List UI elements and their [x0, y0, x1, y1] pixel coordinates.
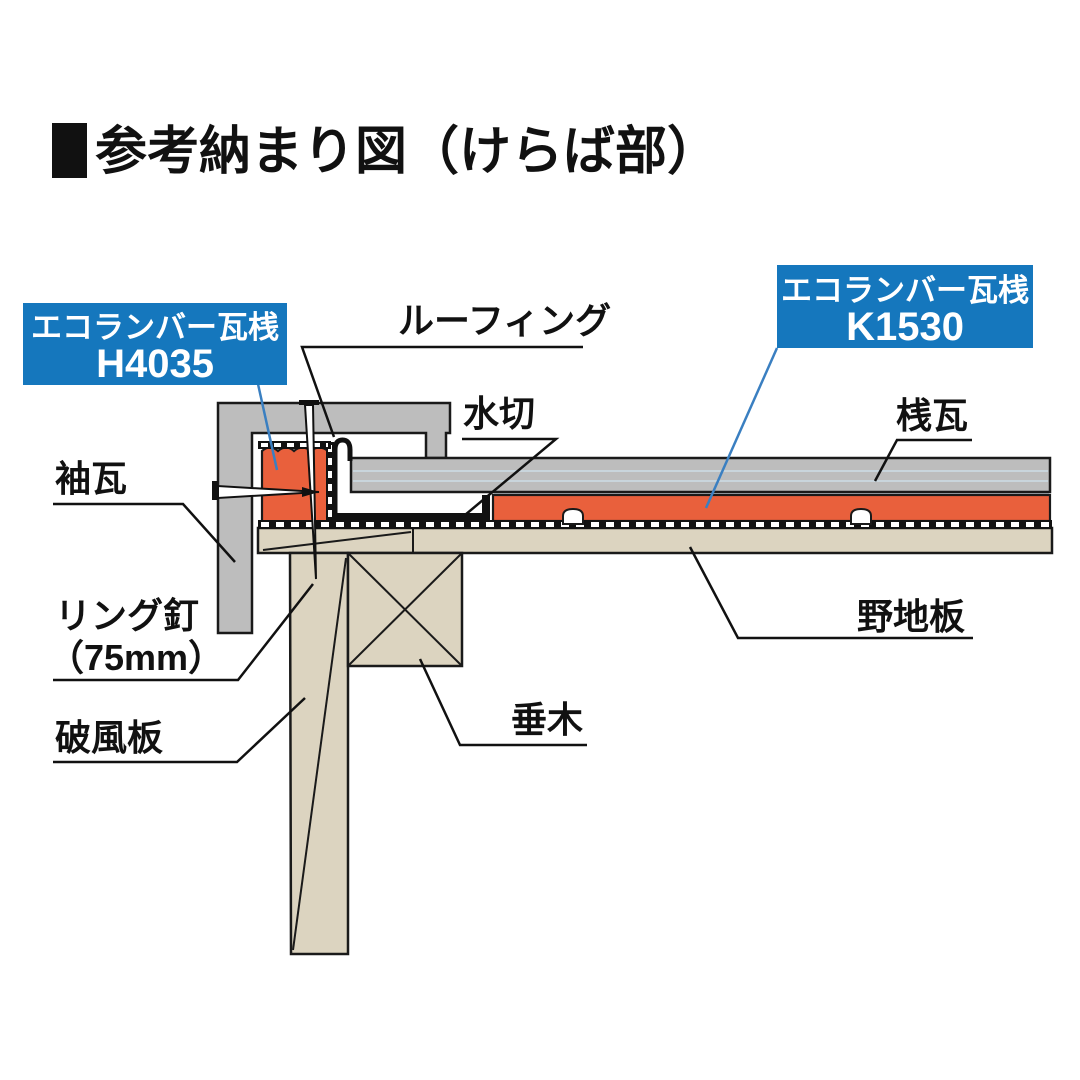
label-sheathing: 野地板	[857, 596, 965, 637]
sheathing-board	[256, 526, 1054, 555]
ring-nail-head	[212, 481, 218, 500]
barge-board-grain-line	[292, 557, 347, 951]
callout-box-k1530	[777, 265, 1033, 348]
leader-rafter	[418, 658, 587, 747]
label-drip-edge: 水切	[463, 393, 535, 434]
leader-k1530-callout	[704, 347, 779, 509]
leader-barge-board	[53, 697, 306, 764]
vertical-nail-head	[299, 400, 319, 405]
callout-h4035-line1: エコランバー瓦桟	[31, 310, 279, 345]
leader-ring-nail	[53, 583, 314, 682]
label-pan-tile: 桟瓦	[896, 395, 968, 436]
tile-underside-strip	[494, 491, 1049, 496]
leader-h4035-callout	[256, 383, 279, 471]
batten-h4035-block	[260, 446, 330, 524]
pan-tile-band	[349, 456, 1052, 494]
ring-nail-shank	[217, 484, 320, 500]
drip-edge-hook	[332, 437, 353, 514]
label-barge-board: 破風板	[55, 717, 163, 758]
sheathing-wedge-line	[262, 531, 412, 551]
title-square-bullet	[52, 123, 87, 178]
label-rafter: 垂木	[511, 699, 583, 740]
leader-roofing	[300, 345, 583, 438]
batten-weep-hole-2	[850, 507, 872, 525]
leader-pan-tile	[873, 438, 972, 482]
rafter-cross-line-2	[347, 552, 463, 667]
ring-nail-tip	[302, 487, 319, 497]
roofing-top-band	[258, 441, 331, 449]
label-roofing: ルーフィング	[398, 300, 611, 341]
label-sleeve-tile: 袖瓦	[55, 458, 127, 499]
page-title: 参考納まり図（けらば部）	[95, 123, 719, 181]
callout-k1530-line1: エコランバー瓦桟	[781, 273, 1029, 308]
callout-box-h4035	[23, 303, 287, 385]
label-ring-nail-line2: （75mm）	[48, 637, 224, 678]
label-ring-nail-line1: リング釘	[55, 595, 199, 636]
callout-k1530-line2: K1530	[846, 305, 964, 349]
roofing-vertical-band	[326, 442, 334, 521]
batten-weep-hole-1	[562, 507, 584, 525]
leader-sheathing	[688, 546, 973, 640]
leader-sleeve-tile	[53, 502, 236, 563]
leader-drip-edge	[458, 437, 560, 521]
callout-h4035-line2: H4035	[96, 342, 214, 386]
